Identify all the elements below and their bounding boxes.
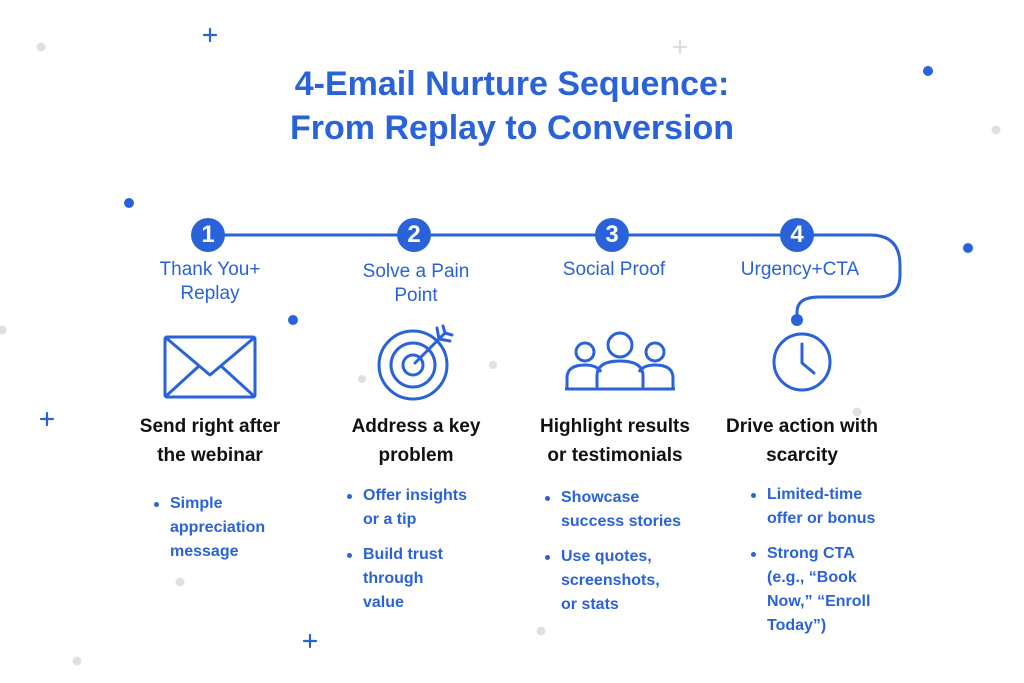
dot-decoration — [923, 66, 933, 76]
step-description-line: Drive action with — [725, 416, 879, 437]
step-description-line: Address a key — [351, 416, 481, 437]
dot-decoration — [0, 325, 7, 335]
step-2-bullet-list: Offer insights or a tip Build trust thro… — [345, 484, 467, 626]
plus-decoration — [672, 39, 688, 55]
step-title-line: Solve a Pain — [362, 261, 470, 282]
step-title-line: Thank You+ — [159, 259, 261, 280]
step-description-line: Highlight results — [540, 416, 690, 437]
bullet-line: Showcase — [561, 489, 640, 506]
step-title-line: Point — [394, 285, 438, 306]
bullet-line: Build trust — [363, 546, 443, 563]
step-1-bullet-list: Simple appreciation message — [152, 492, 265, 575]
step-3-number-badge: 3 — [595, 218, 629, 252]
bullet-line: Limited-time — [767, 486, 863, 503]
dot-decoration — [489, 361, 497, 369]
bullet-item: Strong CTA (e.g., “Book Now,” “Enroll To… — [749, 542, 875, 638]
step-description-line: the webinar — [157, 445, 263, 466]
step-description-line: scarcity — [766, 445, 838, 466]
bullet-item: Limited-time offer or bonus — [749, 483, 875, 531]
step-4-bullet-list: Limited-time offer or bonus Strong CTA (… — [749, 483, 875, 649]
target-icon — [377, 324, 454, 401]
bullet-line: Use quotes, — [561, 548, 652, 565]
bullet-line: Offer insights — [363, 487, 468, 504]
people-group-icon — [565, 331, 675, 391]
bullet-line: through — [363, 570, 424, 587]
step-2-number-badge: 2 — [397, 218, 431, 252]
plus-decorations — [39, 27, 688, 649]
title-line-2: From Replay to Conversion — [290, 109, 734, 147]
step-4-title: Urgency+CTA — [715, 258, 885, 282]
step-description-line: or testimonials — [547, 445, 683, 466]
step-2-title: Solve a Pain Point — [331, 260, 501, 308]
timeline-end-dot — [791, 314, 803, 326]
step-1-number-badge: 1 — [191, 218, 225, 252]
bullet-line: Simple — [170, 495, 223, 512]
step-description-line: Send right after — [139, 416, 281, 437]
bullet-item: Use quotes, screenshots, or stats — [543, 545, 681, 617]
plus-decoration — [39, 411, 55, 427]
bullet-item: Offer insights or a tip — [345, 484, 467, 532]
bullet-line: (e.g., “Book — [767, 569, 857, 586]
dot-decoration — [36, 42, 46, 52]
step-title-line: Urgency+CTA — [740, 259, 860, 280]
dot-decoration — [991, 125, 1001, 135]
bullet-line: Today”) — [767, 617, 827, 634]
plus-decoration — [302, 633, 318, 649]
dot-decoration — [124, 198, 134, 208]
bullet-item: Build trust through value — [345, 543, 467, 615]
step-title-line: Replay — [180, 283, 240, 304]
bullet-line: appreciation — [170, 519, 266, 536]
envelope-icon — [163, 335, 257, 399]
dot-decoration — [852, 407, 862, 417]
bullet-line: value — [363, 594, 404, 611]
step-1-description: Send right after the webinar — [110, 412, 310, 470]
step-3-bullet-list: Showcase success stories Use quotes, scr… — [543, 486, 681, 628]
bullet-line: success stories — [561, 513, 682, 530]
bullet-line: screenshots, — [561, 572, 660, 589]
bullet-item: Simple appreciation message — [152, 492, 265, 564]
dot-decoration — [358, 375, 366, 383]
bullet-line: or a tip — [363, 511, 417, 528]
dot-decoration — [536, 626, 546, 636]
step-3-description: Highlight results or testimonials — [515, 412, 715, 470]
timeline-connector — [208, 233, 902, 320]
bullet-line: offer or bonus — [767, 510, 876, 527]
step-title-line: Social Proof — [562, 259, 666, 280]
bullet-line: or stats — [561, 596, 619, 613]
bullet-line: Strong CTA — [767, 545, 855, 562]
bullet-line: message — [170, 543, 239, 560]
bullet-line: Now,” “Enroll — [767, 593, 871, 610]
step-1-title: Thank You+ Replay — [125, 258, 295, 306]
dot-decoration — [175, 577, 185, 587]
step-3-title: Social Proof — [529, 258, 699, 282]
title-line-1: 4-Email Nurture Sequence: — [294, 65, 730, 103]
plus-decoration — [202, 27, 218, 43]
dot-decoration — [963, 243, 973, 253]
decorative-dots — [0, 42, 1001, 666]
step-2-description: Address a key problem — [316, 412, 516, 470]
page-title: 4-Email Nurture Sequence: From Replay to… — [0, 62, 1024, 150]
step-4-number-badge: 4 — [780, 218, 814, 252]
dot-decoration — [288, 315, 298, 325]
step-4-description: Drive action with scarcity — [702, 412, 902, 470]
bullet-item: Showcase success stories — [543, 486, 681, 534]
clock-icon — [772, 332, 832, 392]
step-description-line: problem — [378, 445, 454, 466]
dot-decoration — [72, 656, 82, 666]
